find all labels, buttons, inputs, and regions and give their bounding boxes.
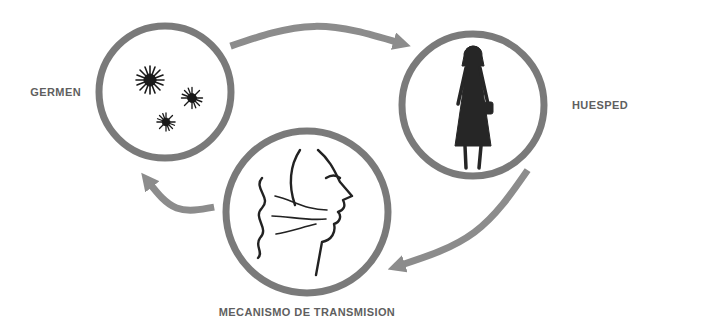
circle-node: HUESPED: [398, 30, 548, 180]
face-profile: [316, 150, 352, 275]
germ-icon: [182, 88, 203, 109]
germ-legs: [182, 88, 203, 109]
woman-bag: [484, 102, 493, 114]
woman-legs: [465, 146, 481, 168]
woman-figure: [455, 46, 493, 168]
circle-node: MECANISMO DE TRANSMISION: [222, 127, 392, 297]
label-group: HUESPED: [572, 98, 628, 112]
circle-ring: [226, 131, 388, 293]
cycle-arrow: [149, 183, 214, 211]
face-eye: [326, 176, 340, 179]
germ-body: [188, 94, 197, 103]
cough-lines: [272, 196, 327, 234]
germ-body: [162, 118, 170, 126]
label-group: MECANISMO DE TRANSMISION: [219, 305, 395, 319]
germ-icons: [136, 66, 203, 131]
germ-legs: [157, 113, 175, 131]
coughing-face: [258, 150, 352, 275]
woman-arms: [458, 68, 488, 104]
node-label: HUESPED: [572, 98, 628, 112]
woman-hair: [462, 46, 484, 66]
circle-ring: [99, 26, 231, 158]
node-label: GERMEN: [30, 85, 81, 99]
cycle-arrow: [231, 26, 399, 46]
germ-legs: [136, 66, 164, 94]
woman-head: [465, 46, 481, 62]
circle-ring: [402, 34, 544, 176]
germ-body: [144, 74, 156, 86]
circle-outline: [95, 22, 235, 162]
cycle-arrow: [400, 170, 528, 265]
label-group: GERMEN: [30, 85, 81, 99]
face-hair: [291, 150, 300, 205]
cough-hand: [258, 178, 265, 258]
germ-icon: [157, 113, 175, 131]
germ-icon: [136, 66, 164, 94]
circle-node: GERMEN: [95, 22, 235, 162]
circle-outline: [398, 30, 548, 180]
woman-dress: [455, 66, 491, 146]
circle-outline: [222, 127, 392, 297]
node-label: MECANISMO DE TRANSMISION: [219, 305, 395, 319]
